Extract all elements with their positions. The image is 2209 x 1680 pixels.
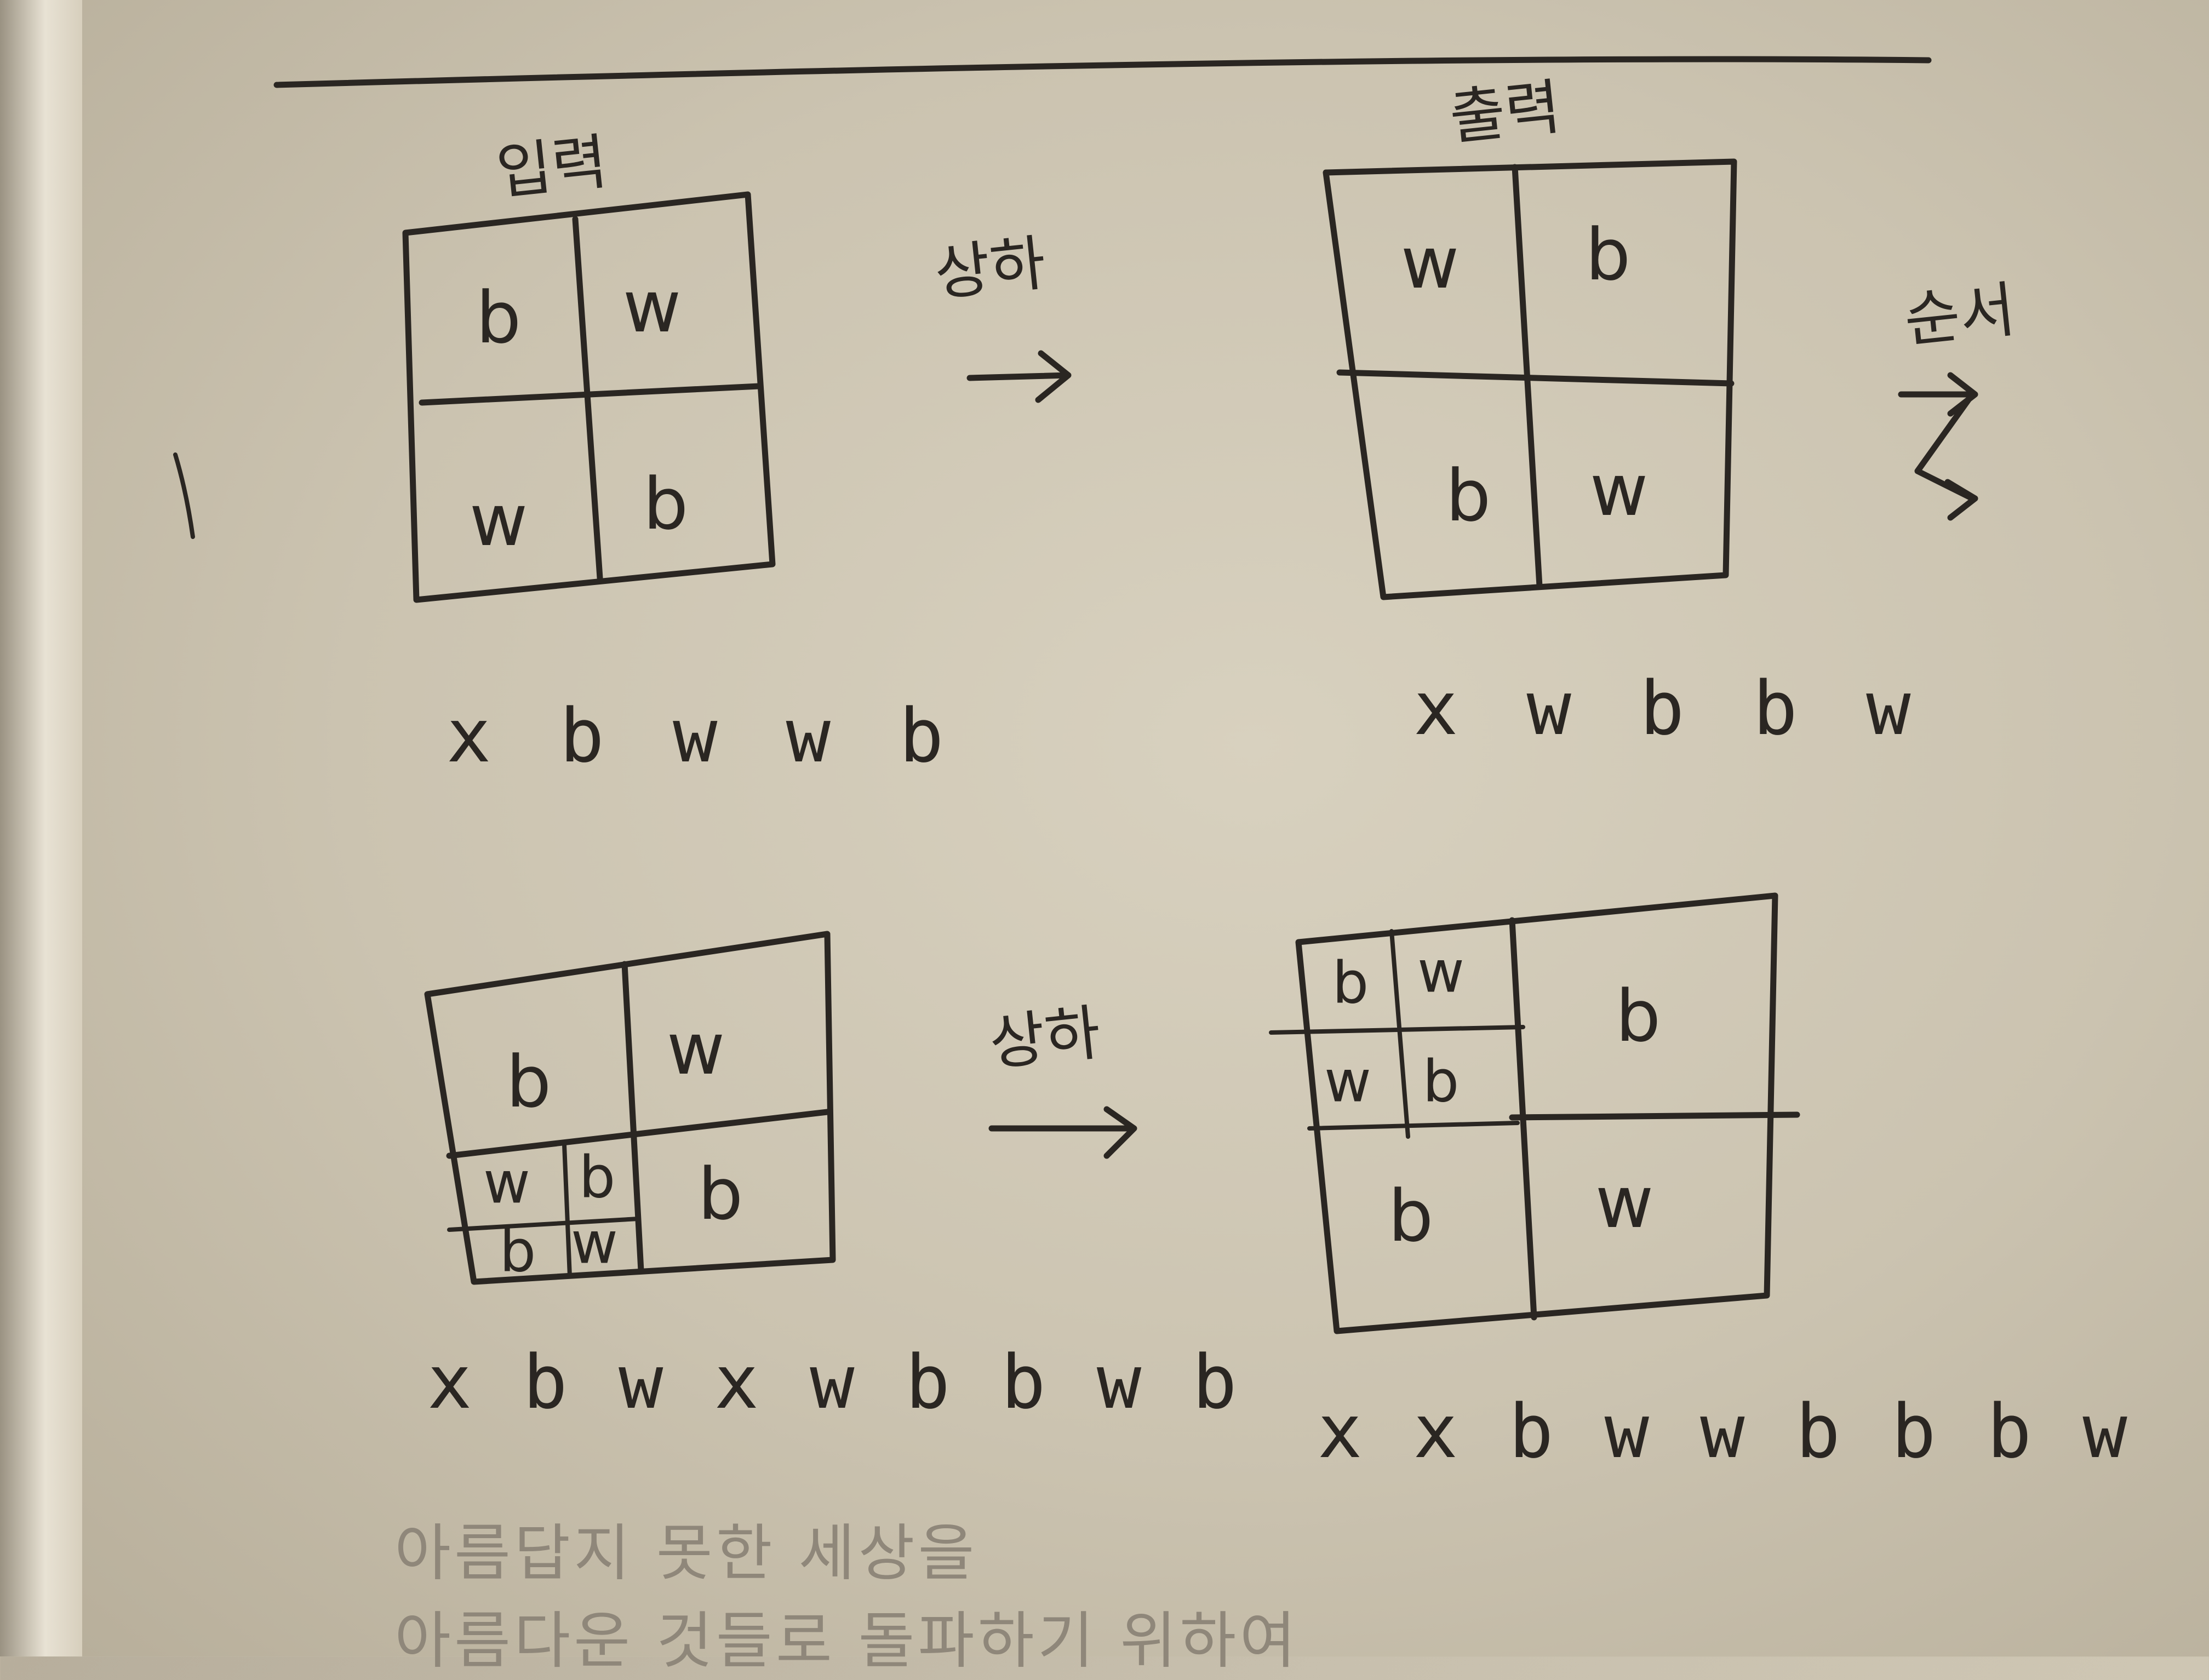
bottom-output-subcell-1: b <box>1332 949 1369 1017</box>
bottom-input-subcell-1: w <box>483 1149 530 1217</box>
top-input-cell-bottom-left: w <box>469 479 528 562</box>
input-heading: 입력 <box>493 126 611 208</box>
printed-line-2: 아름다운 것들로 돌파하기 위하여 <box>394 1606 1300 1677</box>
output-heading: 출력 <box>1446 71 1564 153</box>
top-rule-line <box>273 56 1932 88</box>
flip-label-top: 상하 <box>931 227 1049 309</box>
bottom-input-cell-bottom-right: b <box>697 1153 743 1236</box>
bottom-input-subcell-3: b <box>499 1218 536 1285</box>
bottom-output-cell-bottom-right: w <box>1595 1161 1654 1244</box>
bottom-output-subcell-4: b <box>1422 1048 1460 1115</box>
book-page-edge <box>0 0 82 1656</box>
bottom-input-cell-top-left: b <box>506 1040 552 1123</box>
top-output-grid <box>1323 158 1737 600</box>
bottom-input-cell-top-right: w <box>666 1007 725 1091</box>
bottom-output-grid <box>1269 892 1800 1334</box>
top-input-cell-top-left: b <box>476 276 522 359</box>
bottom-output-subcell-3: w <box>1324 1048 1371 1115</box>
bottom-flip-arrow <box>988 1106 1137 1159</box>
top-input-cell-bottom-right: b <box>643 462 689 546</box>
book-page <box>82 0 2209 1656</box>
bottom-input-grid <box>424 931 836 1285</box>
top-output-cell-top-left: w <box>1400 221 1460 305</box>
bottom-input-subcell-4: w <box>571 1209 618 1277</box>
bottom-output-cell-top-right: b <box>1615 974 1661 1058</box>
bottom-input-code: x b w x w b b w b <box>427 1339 1240 1425</box>
top-flip-arrow <box>966 350 1072 403</box>
top-input-cell-top-right: w <box>622 265 682 348</box>
top-input-code: x b w w b <box>447 693 956 779</box>
bottom-output-subcell-2: w <box>1417 938 1464 1006</box>
top-output-code: x w b b w <box>1413 666 1923 752</box>
bottom-output-code: x x b w w b b b w <box>1318 1389 2131 1475</box>
top-output-cell-top-right: b <box>1585 213 1631 296</box>
top-output-cell-bottom-left: b <box>1445 454 1491 537</box>
order-zigzag-arrow <box>1898 372 1978 521</box>
order-label: 순서 <box>1901 274 2019 356</box>
top-input-grid <box>402 191 776 603</box>
bottom-input-subcell-2: b <box>579 1144 616 1211</box>
stray-mark <box>173 452 195 539</box>
printed-line-1: 아름답지 못한 세상을 <box>394 1518 978 1589</box>
bottom-output-cell-bottom-left: b <box>1388 1174 1434 1258</box>
top-output-cell-bottom-right: w <box>1589 449 1649 532</box>
flip-label-bottom: 상하 <box>986 997 1104 1079</box>
